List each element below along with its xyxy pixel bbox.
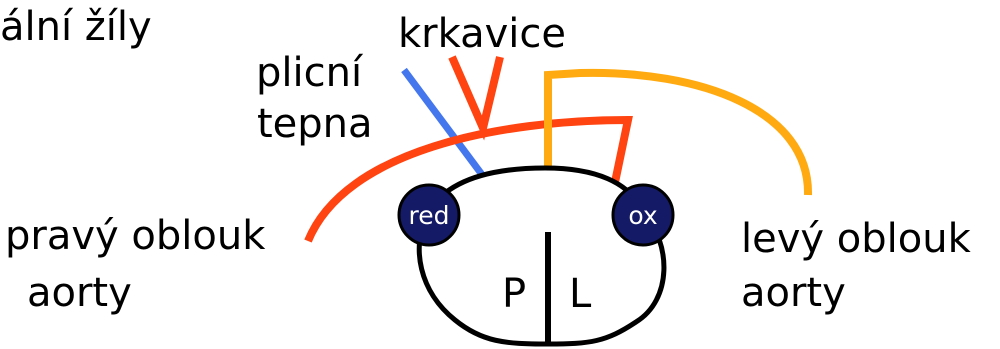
carotid-label: krkavice [398,11,566,57]
left-arch-label-line2: aorty [741,270,846,316]
chamber-label-p: P [502,271,526,317]
right-arch-label-line2: aorty [27,270,132,316]
carotid-arteries-branches [448,55,504,141]
left-aortic-arch-curve [544,68,813,196]
ox-badge-circle [611,183,675,247]
ox-badge-label: ox [628,201,657,230]
pulmonary-artery-line [401,67,489,183]
red-badge-label: red [409,201,450,230]
pulmonary-label-line2: tepna [257,101,373,147]
red-badge-circle [397,183,461,247]
heart-outline [416,165,667,347]
partial-veins-label: ální žíly [0,4,152,50]
left-arch-label-line1: levý oblouk [741,216,972,262]
chamber-label-l: L [569,271,592,317]
right-aortic-arch-curve [304,115,633,243]
pulmonary-label-line1: plicní [256,50,364,96]
right-arch-label-line1: pravý oblouk [5,213,266,259]
